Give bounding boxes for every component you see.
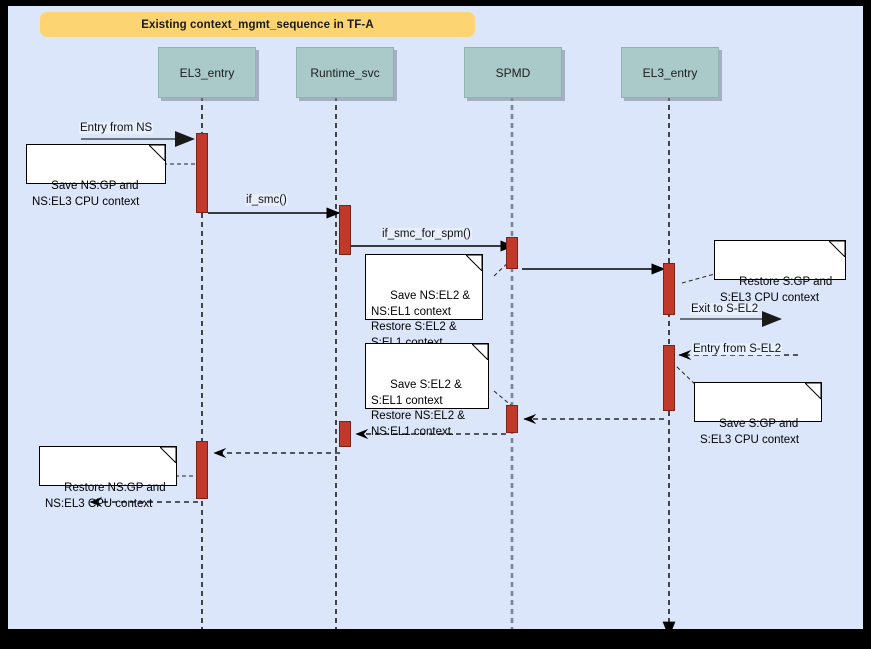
activation-spmd-1: [506, 237, 518, 269]
note-save-s-el2: Save S:EL2 & S:EL1 context Restore NS:EL…: [365, 343, 489, 438]
participant-label: SPMD: [495, 65, 531, 80]
note-fold-icon: [829, 241, 845, 257]
participant-label: EL3_entry: [179, 65, 235, 80]
diagram-title: Existing context_mgmt_sequence in TF-A: [141, 18, 374, 31]
activation-spmd-2: [506, 405, 518, 433]
participant-label: EL3_entry: [642, 65, 698, 80]
activation-el3-entry-ns-1: [196, 133, 208, 213]
note-restore-s-gp: Restore S:GP and S:EL3 CPU context: [714, 240, 846, 304]
note-fold-icon: [805, 383, 821, 399]
note-fold-icon: [466, 255, 482, 271]
note-connector-save-s-el2: [493, 390, 519, 412]
activation-runtime-svc-2: [339, 421, 351, 447]
note-text: Save S:GP and S:EL3 CPU context: [700, 418, 800, 446]
message-label-entry-from-s-el2: Entry from S-EL2: [692, 343, 783, 355]
diagram-title-banner: Existing context_mgmt_sequence in TF-A: [40, 12, 475, 37]
note-fold-icon: [160, 447, 176, 463]
message-label-if-smc-for-spm: if_smc_for_spm(): [381, 228, 472, 240]
note-save-s-gp: Save S:GP and S:EL3 CPU context: [694, 382, 822, 446]
note-connector-save-s-gp: [675, 365, 701, 390]
note-save-ns-gp: Save NS:GP and NS:EL3 CPU context: [26, 144, 166, 208]
participant-spmd[interactable]: SPMD: [464, 47, 562, 98]
activation-el3-entry-s-1: [663, 263, 675, 315]
message-label-if-smc: if_smc(): [245, 194, 288, 206]
activation-runtime-svc-1: [339, 205, 351, 255]
note-connector-save-ns-el2: [493, 254, 517, 277]
note-text: Save S:EL2 & S:EL1 context Restore NS:EL…: [371, 379, 465, 438]
sequence-diagram: Existing context_mgmt_sequence in TF-A: [8, 6, 863, 629]
participant-el3-entry-ns[interactable]: EL3_entry: [158, 47, 256, 98]
participant-runtime-svc[interactable]: Runtime_svc: [296, 47, 394, 98]
message-label-exit-to-s-el2: Exit to S-EL2: [690, 303, 760, 315]
activation-el3-entry-s-2: [663, 345, 675, 411]
note-save-ns-el2: Save NS:EL2 & NS:EL1 context Restore S:E…: [365, 254, 483, 349]
participant-label: Runtime_svc: [310, 65, 380, 80]
note-text: Restore NS:GP and NS:EL3 CPU context: [45, 482, 166, 510]
note-fold-icon: [472, 344, 488, 360]
activation-el3-entry-ns-2: [196, 441, 208, 499]
note-text: Save NS:GP and NS:EL3 CPU context: [32, 180, 140, 208]
note-text: Restore S:GP and S:EL3 CPU context: [720, 276, 833, 304]
message-label-entry-from-ns: Entry from NS: [79, 122, 154, 134]
note-restore-ns-gp: Restore NS:GP and NS:EL3 CPU context: [39, 446, 177, 510]
participant-el3-entry-s[interactable]: EL3_entry: [621, 47, 719, 98]
note-fold-icon: [149, 145, 165, 161]
